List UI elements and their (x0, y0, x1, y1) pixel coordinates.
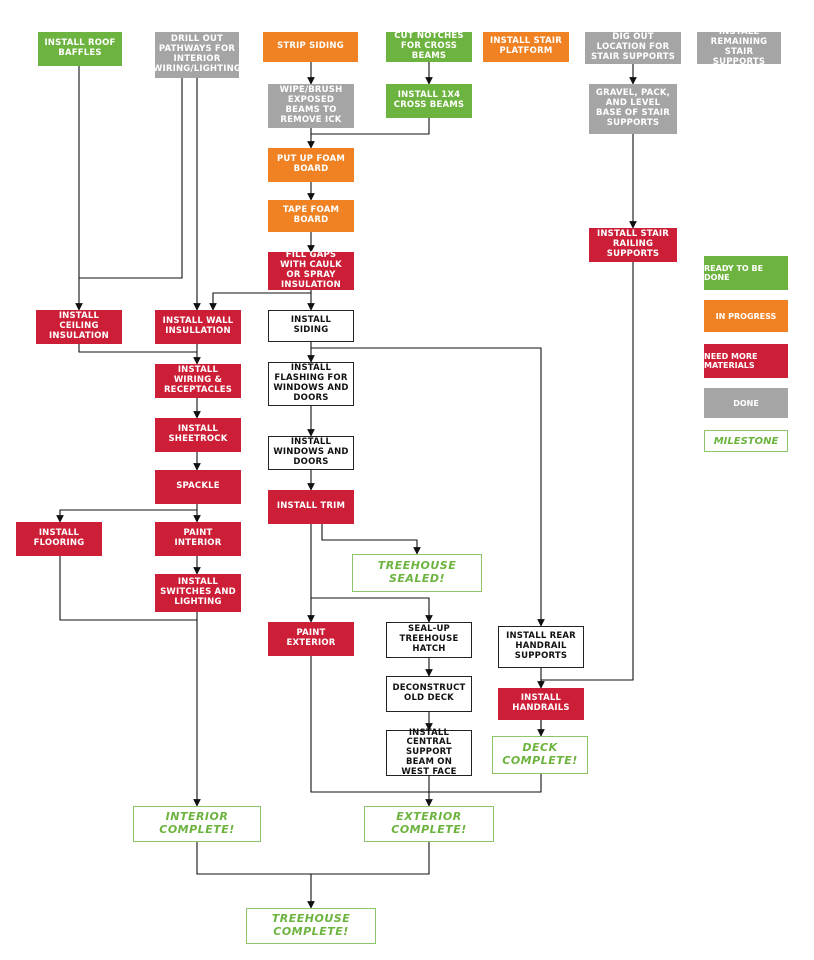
node-install-rear-handrail: INSTALL REAR HANDRAIL SUPPORTS (498, 626, 584, 668)
link-interior-final (196, 842, 311, 875)
milestone-treehouse-complete: TREEHOUSE COMPLETE! (246, 908, 376, 944)
node-cut-notches: CUT NOTCHES FOR CROSS BEAMS (386, 31, 472, 62)
node-install-switches-lighting: INSTALL SWITCHES AND LIGHTING (155, 574, 241, 612)
node-put-up-foam-board: PUT UP FOAM BOARD (268, 148, 354, 182)
node-gravel-pack-level: GRAVEL, PACK, AND LEVEL BASE OF STAIR SU… (589, 84, 677, 134)
node-install-flooring: INSTALL FLOORING (16, 522, 102, 556)
link-drill-ceiling (79, 78, 183, 279)
node-install-handrails: INSTALL HANDRAILS (498, 688, 584, 720)
node-install-wiring: INSTALL WIRING & RECEPTACLES (155, 364, 241, 398)
node-install-sheetrock: INSTALL SHEETROCK (155, 418, 241, 452)
link-floor-interior (59, 556, 197, 621)
node-install-remaining-supports: INSTALL REMAINING STAIR SUPPORTS (697, 28, 781, 67)
milestone-treehouse-sealed: TREEHOUSE SEALED! (352, 554, 482, 592)
node-install-windows-doors: INSTALL WINDOWS AND DOORS (268, 436, 354, 470)
link-railing-handrails (537, 262, 634, 689)
node-fill-gaps: FILL GAPS WITH CAULK OR SPRAY INSULATION (268, 251, 354, 290)
node-drill-out-pathways: DRILL OUT PATHWAYS FOR INTERIOR WIRING/L… (153, 32, 241, 78)
link-siding-rear (311, 347, 545, 627)
legend-done: DONE (704, 388, 788, 418)
milestone-exterior-complete: EXTERIOR COMPLETE! (364, 806, 494, 842)
link-ceiling-wiring (78, 344, 197, 353)
node-seal-up-hatch: SEAL-UP TREEHOUSE HATCH (386, 622, 472, 658)
legend-in-progress: IN PROGRESS (704, 300, 788, 332)
node-wipe-brush-beams: WIPE/BRUSH EXPOSED BEAMS TO REMOVE ICK (268, 84, 354, 128)
node-dig-out-location: DIG OUT LOCATION FOR STAIR SUPPORTS (585, 32, 681, 64)
node-install-trim: INSTALL TRIM (268, 490, 354, 524)
link-paintext-exterior (310, 656, 429, 793)
legend-need-materials: NEED MORE MATERIALS (704, 344, 788, 378)
link-trim-sealed (321, 524, 421, 555)
node-install-flashing: INSTALL FLASHING FOR WINDOWS AND DOORS (268, 362, 354, 406)
node-tape-foam-board: TAPE FOAM BOARD (268, 200, 354, 232)
node-strip-siding: STRIP SIDING (263, 32, 358, 62)
node-install-ceiling-insulation: INSTALL CEILING INSULATION (36, 310, 122, 344)
link-exterior-final (311, 842, 430, 875)
node-install-cross-beams: INSTALL 1X4 CROSS BEAMS (386, 84, 472, 118)
node-deconstruct-old-deck: DECONSTRUCT OLD DECK (386, 676, 472, 712)
link-fill-wall (209, 292, 311, 311)
link-spackle-floor (56, 509, 197, 523)
node-spackle: SPACKLE (155, 470, 241, 504)
node-install-wall-insulation: INSTALL WALL INSULLATION (155, 310, 241, 344)
node-install-central-beam: INSTALL CENTRAL SUPPORT BEAM ON WEST FAC… (386, 728, 472, 777)
link-trim-hatch (311, 597, 433, 623)
milestone-deck-complete: DECK COMPLETE! (492, 736, 588, 774)
node-paint-exterior: PAINT EXTERIOR (268, 622, 354, 656)
node-install-stair-railing-supports: INSTALL STAIR RAILING SUPPORTS (589, 228, 677, 262)
milestone-interior-complete: INTERIOR COMPLETE! (133, 806, 261, 842)
node-install-stair-platform: INSTALL STAIR PLATFORM (483, 32, 569, 62)
legend-milestone: MILESTONE (704, 430, 788, 452)
node-install-roof-baffles: INSTALL ROOF BAFFLES (38, 32, 122, 66)
node-paint-interior: PAINT INTERIOR (155, 522, 241, 556)
legend-ready: READY TO BE DONE (704, 256, 788, 290)
link-cross-foam (311, 118, 430, 135)
node-install-siding: INSTALL SIDING (268, 310, 354, 342)
